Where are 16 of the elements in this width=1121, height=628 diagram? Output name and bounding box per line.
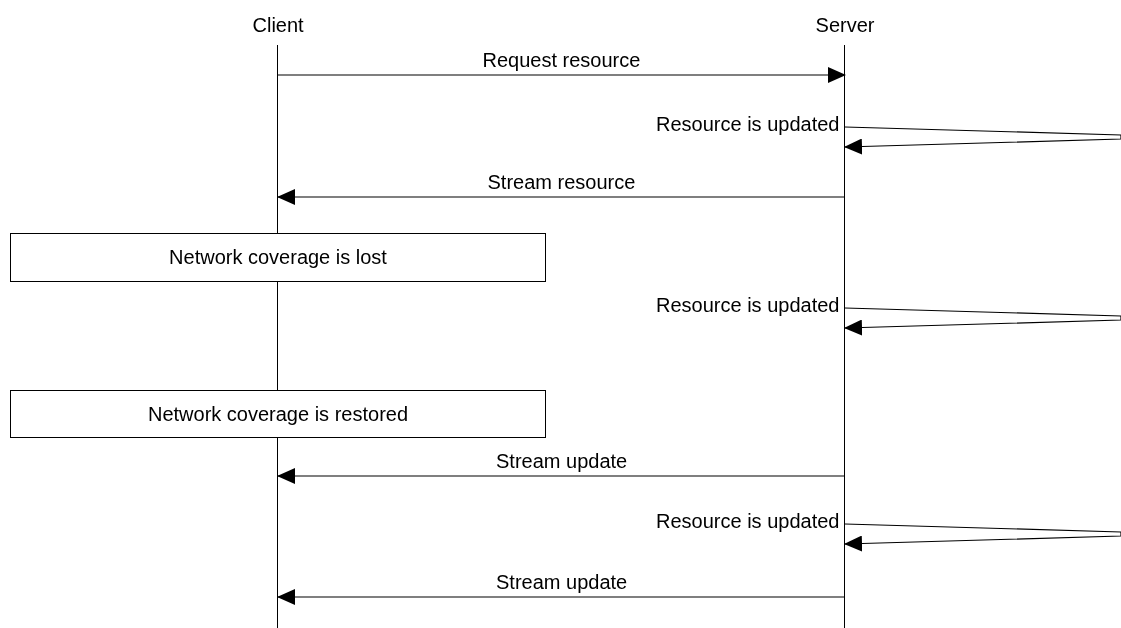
edge-label: Resource is updated — [656, 294, 840, 316]
arrow — [844, 523, 1121, 552]
edge-label: Resource is updated — [656, 510, 840, 532]
note-box: Network coverage is lost — [10, 233, 546, 282]
arrow — [277, 67, 846, 83]
edge-label: Request resource — [482, 49, 641, 71]
edge-label: Stream update — [496, 450, 628, 472]
edge-label: Resource is updated — [656, 113, 840, 135]
note-box: Network coverage is restored — [10, 390, 546, 438]
arrow — [277, 468, 846, 484]
arrow — [844, 307, 1121, 336]
arrow — [277, 589, 846, 605]
arrow — [844, 126, 1121, 155]
edge-label: Stream update — [496, 571, 628, 593]
edge-label: Stream resource — [487, 171, 636, 193]
arrow — [277, 189, 846, 205]
